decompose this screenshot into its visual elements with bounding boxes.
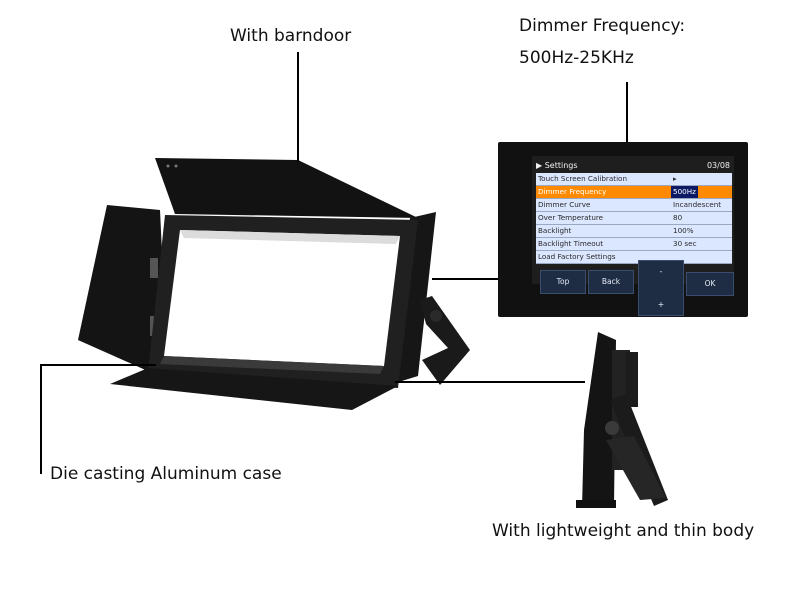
settings-row-over-temperature[interactable]: Over Temperature 80 bbox=[536, 212, 732, 225]
settings-row-backlight-timeout[interactable]: Backlight Timeout 30 sec bbox=[536, 238, 732, 251]
top-button[interactable]: Top bbox=[540, 270, 586, 294]
arrow-right-icon: ▸ bbox=[673, 174, 677, 183]
light-surface bbox=[164, 230, 400, 366]
ok-button[interactable]: OK bbox=[686, 272, 734, 296]
settings-row-touch-calibration[interactable]: Touch Screen Calibration ▸ bbox=[536, 173, 732, 186]
settings-title: Settings bbox=[544, 161, 578, 170]
left-barndoor-flap bbox=[78, 205, 168, 380]
bottom-barndoor-flap bbox=[110, 368, 398, 410]
play-icon: ▶ bbox=[536, 161, 545, 170]
case-callout-vertical bbox=[40, 364, 42, 474]
settings-row-backlight[interactable]: Backlight 100% bbox=[536, 225, 732, 238]
plus-button[interactable]: + bbox=[657, 300, 665, 309]
settings-display: ▶ Settings 03/08 Touch Screen Calibratio… bbox=[532, 156, 734, 284]
settings-header: ▶ Settings 03/08 bbox=[536, 160, 730, 172]
body-label: With lightweight and thin body bbox=[492, 521, 755, 541]
case-label: Die casting Aluminum case bbox=[50, 464, 282, 484]
stepper: - + bbox=[638, 260, 684, 316]
screen-connector-line bbox=[432, 278, 498, 280]
settings-row-dimmer-frequency[interactable]: Dimmer Frequency 500Hz bbox=[536, 186, 732, 199]
body-connector-line bbox=[395, 381, 585, 383]
page-indicator: 03/08 bbox=[706, 161, 730, 170]
dimmer-frequency-range: 500Hz-25KHz bbox=[519, 48, 634, 68]
case-callout-horizontal bbox=[40, 364, 156, 366]
top-barndoor-flap bbox=[155, 158, 418, 218]
side-panel-body bbox=[582, 332, 616, 508]
barndoor-callout-line bbox=[297, 52, 299, 162]
settings-row-dimmer-curve[interactable]: Dimmer Curve Incandescent bbox=[536, 199, 732, 212]
back-button[interactable]: Back bbox=[588, 270, 634, 294]
settings-list: Touch Screen Calibration ▸ Dimmer Freque… bbox=[536, 173, 732, 264]
dimmer-frequency-label: Dimmer Frequency: bbox=[519, 16, 686, 36]
barndoor-label: With barndoor bbox=[230, 26, 352, 46]
dimmer-callout-line bbox=[626, 82, 628, 142]
settings-row-load-factory[interactable]: Load Factory Settings bbox=[536, 251, 732, 264]
minus-button[interactable]: - bbox=[659, 267, 663, 276]
